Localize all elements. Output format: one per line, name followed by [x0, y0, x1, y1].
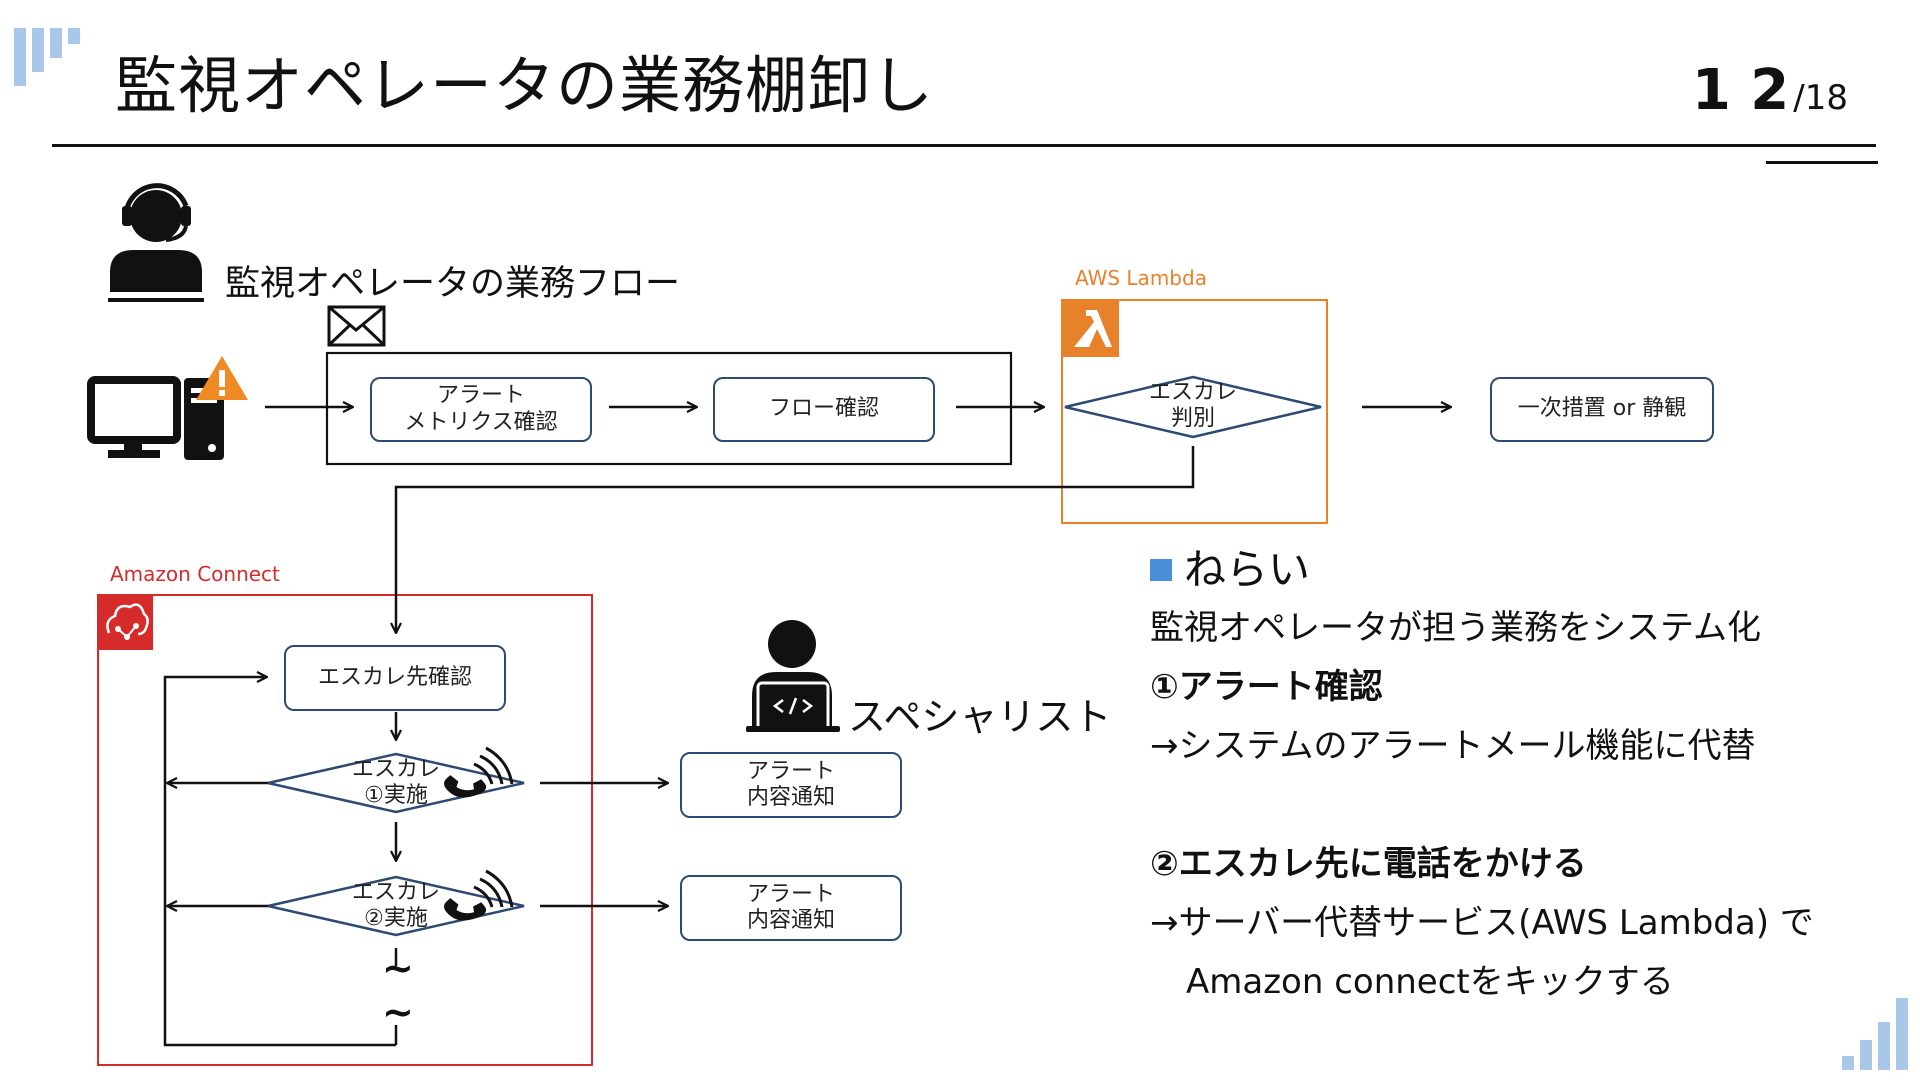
alert-notify-box-2: アラート 内容通知 [680, 875, 902, 941]
square-bullet-icon [1150, 558, 1172, 581]
escalation-1-diamond [267, 752, 525, 814]
page-number-underline [1766, 161, 1878, 164]
escalation-judge-diamond [1064, 375, 1322, 439]
phone-call-icon-1 [444, 775, 487, 798]
specialist-developer-icon [746, 620, 840, 732]
flow-check-box: フロー確認 [713, 377, 935, 442]
phone-signal-icon-1 [473, 746, 514, 785]
aim-spacer [1150, 776, 1910, 835]
operator-headset-icon [108, 183, 204, 302]
aim-point-1-desc: →システムのアラートメール機能に代替 [1150, 726, 1756, 766]
mail-icon [327, 305, 386, 347]
escalation-2-label: エスカレ ②実施 [351, 880, 440, 932]
title-underline [52, 144, 1876, 147]
phone-signal-icon-2 [473, 869, 514, 908]
connect-label: Amazon Connect [110, 562, 280, 586]
alert-metrics-box: アラート メトリクス確認 [370, 377, 592, 442]
connect-group-box [97, 594, 593, 1066]
server-alert-icon [87, 356, 248, 460]
escalation-2-diamond [267, 875, 525, 937]
lambda-group-box [1061, 299, 1328, 524]
page-number: 1 2/18 [1692, 58, 1848, 123]
tilde-1: ~ [382, 946, 414, 990]
first-action-box: 一次措置 or 静観 [1490, 377, 1714, 442]
aim-heading: ねらい [1150, 540, 1910, 599]
escalation-1-label: エスカレ ①実施 [351, 757, 440, 809]
page-current: 1 2 [1691, 58, 1790, 123]
aim-section: ねらい 監視オペレータが担う業務をシステム化 ①アラート確認 →システムのアラー… [1150, 540, 1910, 1012]
escalation-judge-label: エスカレ 判別 [1148, 380, 1237, 432]
page-total: /18 [1793, 78, 1848, 118]
aim-point-2-desc-2: Amazon connectをキックする [1186, 962, 1674, 1002]
amazon-connect-icon [98, 595, 153, 650]
monitoring-group-box [325, 351, 1013, 466]
page-title: 監視オペレータの業務棚卸し [115, 49, 935, 122]
lambda-icon [1062, 300, 1119, 357]
flow-title: 監視オペレータの業務フロー [225, 264, 681, 304]
aim-point-2-title: ②エスカレ先に電話をかける [1150, 844, 1587, 884]
alert-notify-box-1: アラート 内容通知 [680, 752, 902, 818]
aim-line-1: 監視オペレータが担う業務をシステム化 [1150, 608, 1761, 648]
aim-point-2-desc-1: →サーバー代替サービス(AWS Lambda) で [1150, 903, 1814, 943]
brand-logo-top-left [14, 28, 80, 86]
tilde-2: ~ [382, 990, 414, 1034]
brand-logo-bottom-right [1842, 998, 1908, 1070]
lambda-label: AWS Lambda [1075, 266, 1207, 290]
escalation-destination-box: エスカレ先確認 [284, 645, 506, 711]
specialist-label: スペシャリスト [848, 695, 1112, 739]
phone-call-icon-2 [444, 898, 487, 921]
aim-point-1-title: ①アラート確認 [1150, 667, 1383, 707]
